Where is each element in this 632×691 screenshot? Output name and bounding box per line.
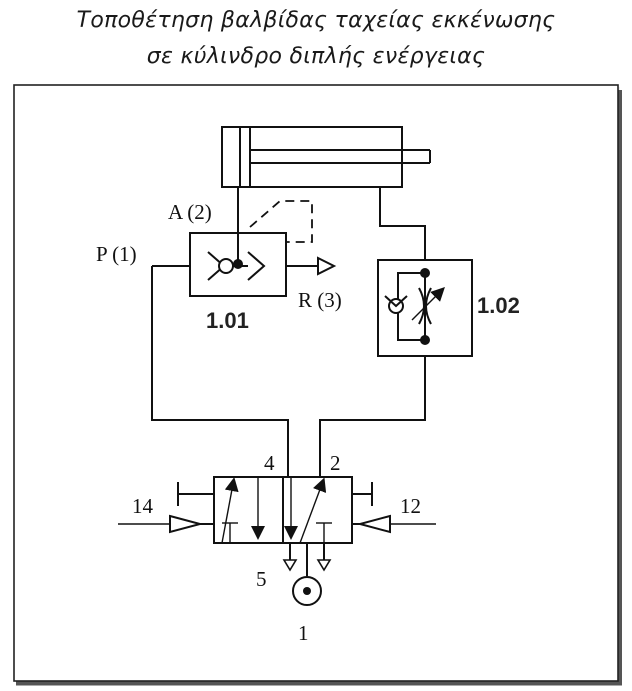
title-line-2: σε κύλινδρο διπλής ενέργειας xyxy=(146,44,486,69)
quick-exhaust-valve xyxy=(189,200,337,297)
label-port-r: R (3) xyxy=(298,288,342,312)
double-acting-cylinder xyxy=(221,126,431,188)
label-port-4: 4 xyxy=(264,451,275,475)
cylinder-front-line xyxy=(379,187,426,260)
label-exhaust-5: 5 xyxy=(256,567,267,591)
throttle-check-valve xyxy=(377,259,473,357)
directional-valve-5-2 xyxy=(118,476,436,606)
label-port-2: 2 xyxy=(330,451,341,475)
label-pilot-12: 12 xyxy=(400,494,421,518)
pipe-port-4 xyxy=(151,266,289,477)
label-port-p: P (1) xyxy=(96,242,137,266)
label-port-a: A (2) xyxy=(168,200,212,224)
label-valve-1-02: 1.02 xyxy=(477,293,520,318)
title-line-1: Τοποθέτηση βαλβίδας ταχείας εκκένωσης xyxy=(76,8,556,33)
label-pilot-14: 14 xyxy=(132,494,154,518)
pipe-port-2 xyxy=(319,356,426,477)
label-valve-1-01: 1.01 xyxy=(206,308,249,333)
label-supply-1: 1 xyxy=(298,621,309,645)
